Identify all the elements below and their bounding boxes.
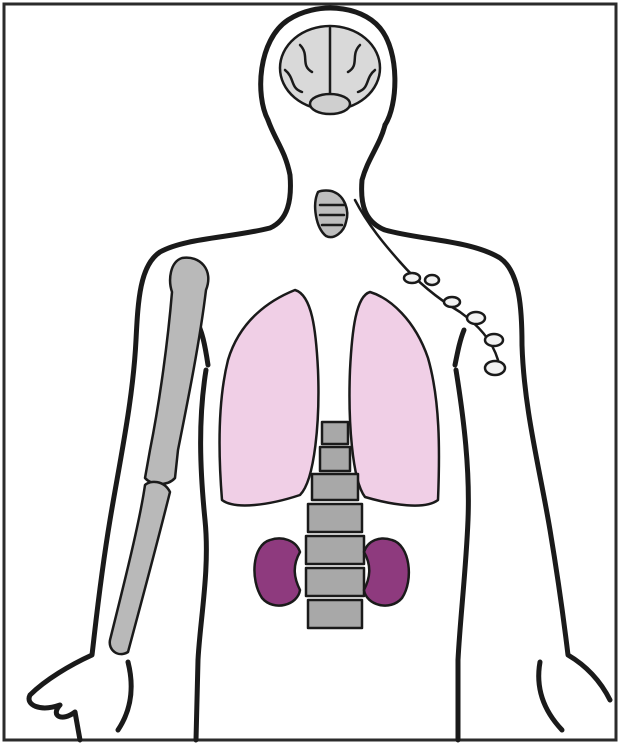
brain-icon <box>280 26 380 114</box>
right-torso-line <box>456 370 468 740</box>
right-armpit-line <box>455 330 464 365</box>
right-wrist-line <box>539 662 562 730</box>
right-kidney-icon <box>364 539 409 606</box>
left-torso-line <box>196 370 206 740</box>
left-wrist-line <box>118 662 131 730</box>
thyroid-icon <box>315 191 347 238</box>
bone-icon <box>110 258 209 654</box>
left-kidney-icon <box>254 539 300 606</box>
right-lung-icon <box>350 292 439 506</box>
left-lung-icon <box>220 290 319 505</box>
